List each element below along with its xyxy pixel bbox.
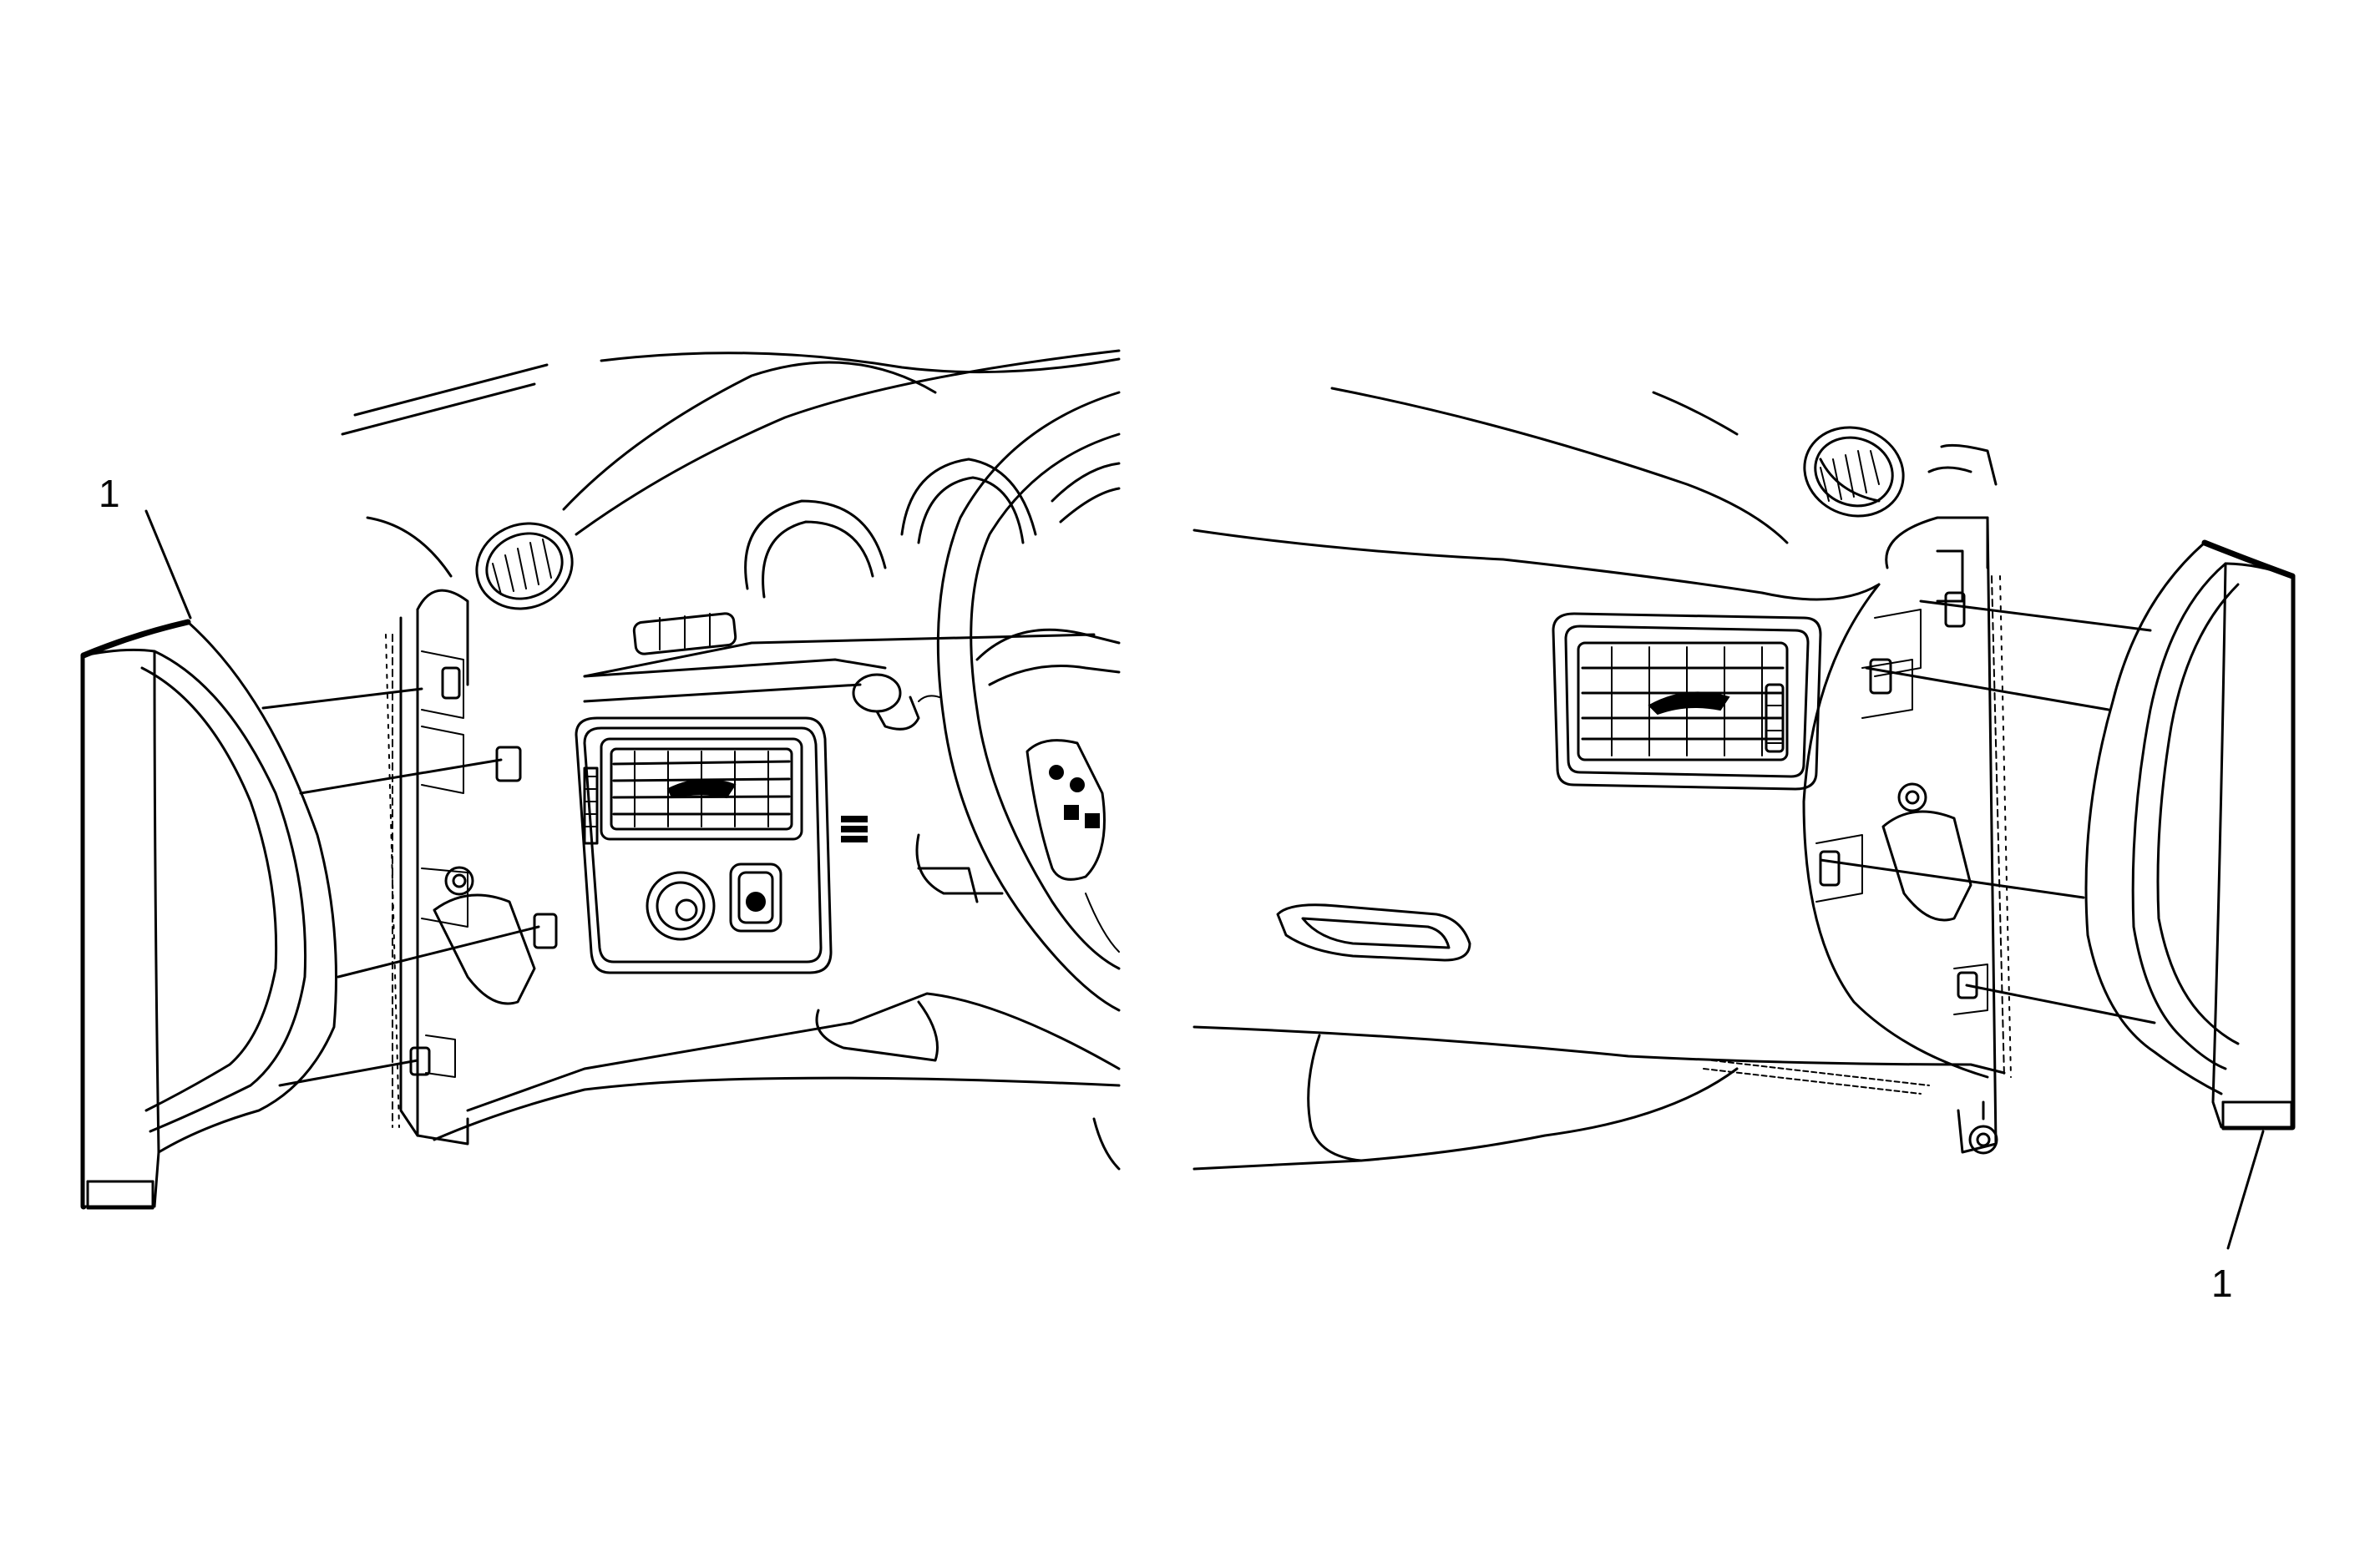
left-leader-lines — [261, 687, 540, 1087]
left-speaker-grille — [475, 522, 574, 610]
right-speaker-grille — [1803, 426, 1905, 518]
right-leader-lines — [1819, 599, 2156, 1024]
left-climate-knob — [646, 871, 716, 941]
callout-1-left: 1 — [99, 472, 192, 620]
right-dash-end — [1802, 516, 2012, 1155]
left-view: 1 — [80, 349, 1121, 1210]
callout-1-left-label: 1 — [99, 472, 120, 515]
left-center-vent — [583, 737, 803, 845]
callout-1-right: 1 — [2211, 1130, 2265, 1305]
left-lower-dash — [433, 833, 1121, 1171]
left-dash-top — [341, 349, 1121, 703]
left-stalk — [852, 673, 940, 731]
left-center-stack — [575, 716, 868, 974]
glove-box-handle — [1276, 903, 1471, 962]
right-lower-dash — [1193, 1025, 2006, 1171]
right-side-trim-panel — [2084, 539, 2296, 1131]
right-dash-top — [1193, 387, 1998, 601]
callout-1-right-label: 1 — [2211, 1262, 2233, 1305]
left-hazard-button — [729, 862, 782, 933]
steering-wheel — [936, 391, 1121, 1012]
left-switch-block — [841, 816, 868, 842]
right-view: 1 — [1193, 387, 2296, 1305]
left-dash-end — [385, 589, 558, 1146]
left-instrument-cluster — [583, 458, 1121, 678]
right-passenger-vent — [1552, 612, 1822, 791]
left-side-trim-panel — [80, 619, 337, 1210]
